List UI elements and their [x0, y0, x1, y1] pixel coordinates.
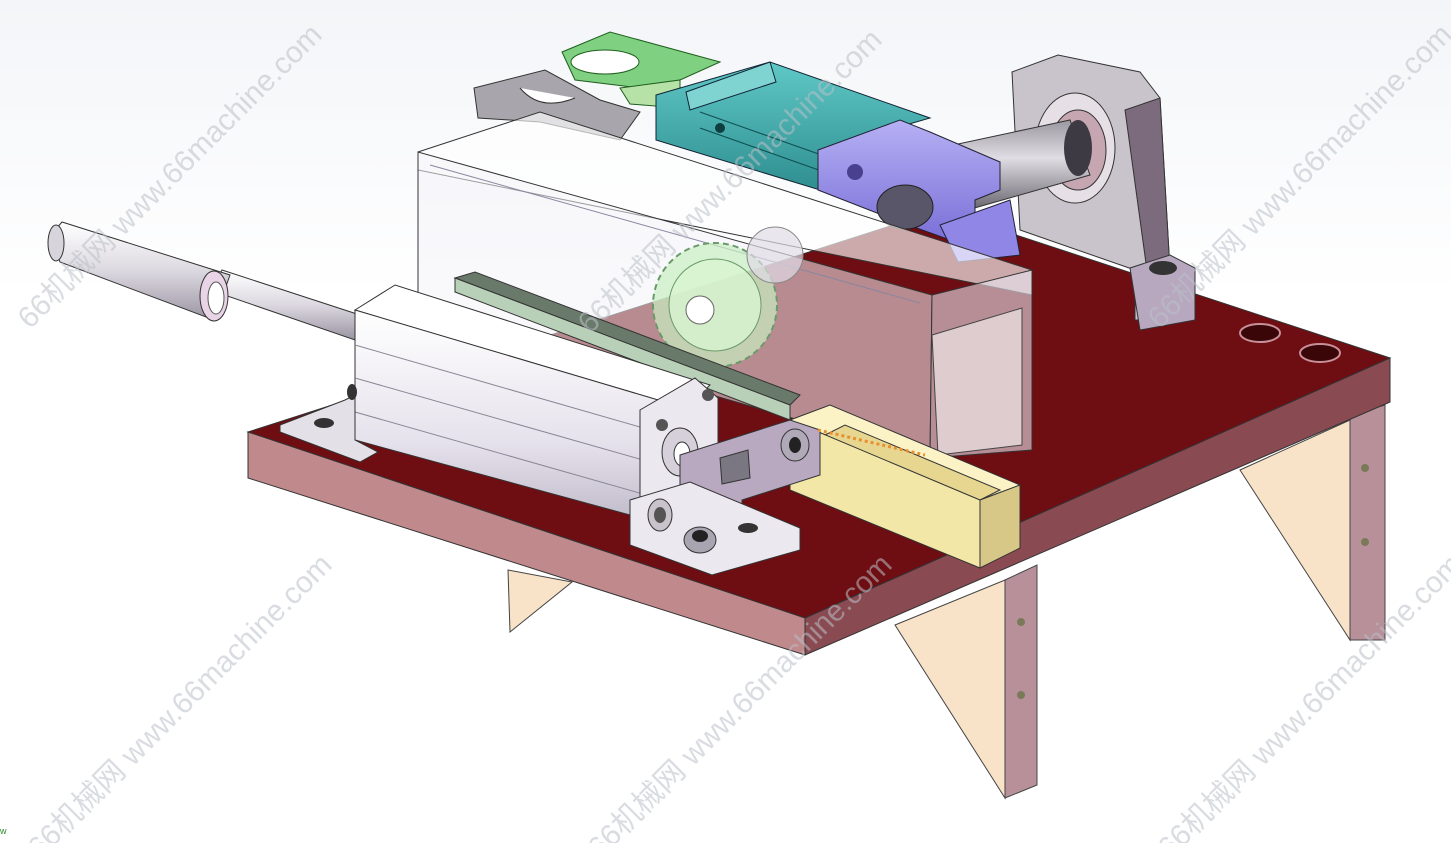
- rod-end-bracket: [629, 419, 926, 576]
- leg-front-left: [507, 569, 574, 634]
- watermark-text: 66机械网 www.66machine.com: [1142, 18, 1451, 335]
- purple-clamp-block: [817, 119, 1021, 263]
- leg-front-right: [894, 564, 1038, 800]
- cylinder-mount-left: [279, 384, 380, 463]
- leg-back-right: [1239, 404, 1386, 642]
- piston-rod: [47, 221, 361, 341]
- drive-gear: [652, 226, 804, 368]
- watermark-text: 66机械网 www.66machine.com: [22, 548, 339, 843]
- watermark-text: 66机械网 www.66machine.com: [1152, 548, 1451, 843]
- fork-clamp: [473, 69, 641, 141]
- corner-mark: w: [0, 826, 7, 836]
- guide-rail: [788, 404, 1022, 569]
